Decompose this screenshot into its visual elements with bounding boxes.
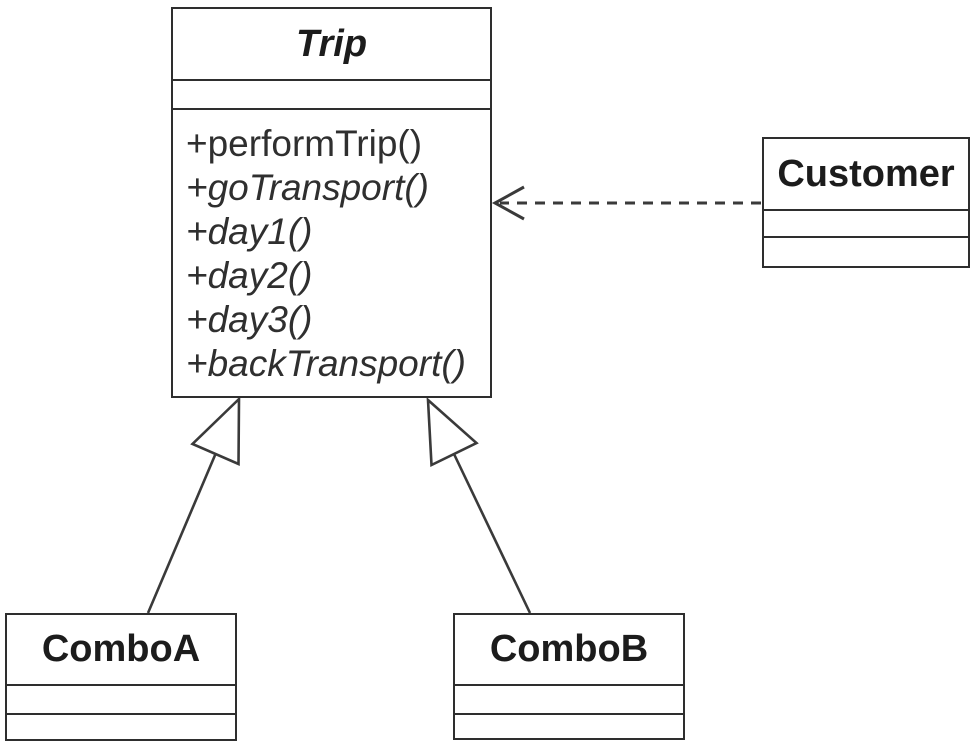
class-name-trip: Trip	[295, 22, 368, 65]
method-day2: +day2()	[186, 255, 313, 296]
combob-methods-compartment	[455, 713, 683, 738]
comboa-attributes-compartment	[7, 684, 235, 713]
comboa-methods-compartment	[7, 713, 235, 739]
hollow-triangle-icon	[190, 395, 241, 466]
class-name-combob: ComboB	[489, 628, 649, 670]
method-perform-trip: +performTrip()	[186, 123, 423, 164]
customer-attributes-compartment	[764, 209, 968, 236]
method-go-transport: +goTransport()	[186, 167, 429, 208]
trip-methods-compartment: +performTrip() +goTransport() +day1() +d…	[173, 108, 490, 396]
combob-attributes-compartment	[455, 684, 683, 713]
class-box-trip: Trip +performTrip() +goTransport() +day1…	[171, 7, 492, 398]
generalization-line	[146, 453, 217, 614]
generalization-line	[452, 453, 532, 614]
generalization-arrow-comboa-to-trip	[146, 395, 241, 614]
class-box-comboa: ComboA	[5, 613, 237, 741]
customer-methods-compartment	[764, 236, 968, 266]
class-name-comboa: ComboA	[41, 628, 201, 670]
class-box-customer: Customer	[762, 137, 970, 268]
class-name-customer: Customer	[777, 152, 955, 195]
method-back-transport: +backTransport()	[186, 343, 466, 384]
hollow-triangle-icon	[426, 396, 479, 468]
trip-attributes-compartment	[173, 79, 490, 108]
class-box-combob: ComboB	[453, 613, 685, 740]
method-day1: +day1()	[186, 211, 313, 252]
open-arrowhead-icon	[491, 185, 525, 221]
dependency-arrow-customer-to-trip	[491, 185, 761, 221]
method-day3: +day3()	[186, 299, 313, 340]
generalization-arrow-combob-to-trip	[426, 396, 532, 614]
